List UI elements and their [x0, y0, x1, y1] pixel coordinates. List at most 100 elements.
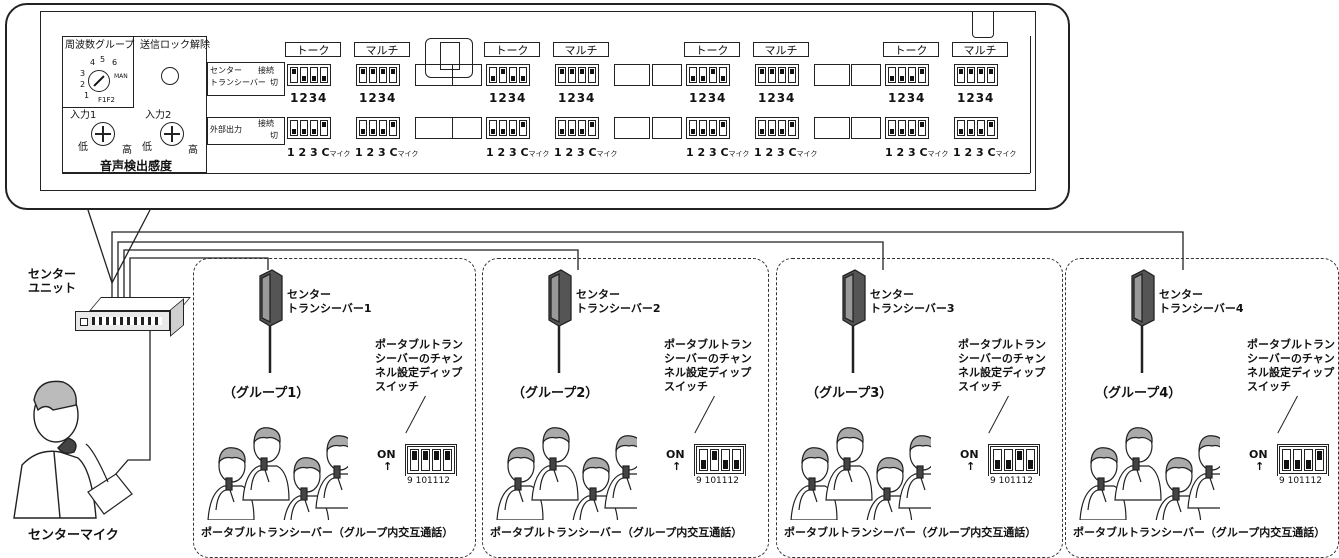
switch-key[interactable] [758, 120, 766, 136]
dip-key[interactable] [732, 449, 741, 471]
switch-key[interactable] [709, 67, 717, 83]
multi-dip-switch[interactable] [356, 64, 400, 86]
switch-key[interactable] [509, 67, 517, 83]
switch-key[interactable] [888, 120, 896, 136]
dip-key[interactable] [1026, 449, 1035, 471]
switch-key[interactable] [578, 120, 586, 136]
switch-key[interactable] [768, 67, 776, 83]
switch-key[interactable] [758, 67, 766, 83]
switch-key[interactable] [689, 67, 697, 83]
input2-knob[interactable] [160, 122, 184, 146]
switch-key[interactable] [499, 67, 507, 83]
switch-key[interactable] [788, 120, 796, 136]
talk-dip-switch[interactable] [287, 64, 331, 86]
switch-key[interactable] [558, 120, 566, 136]
switch-key[interactable] [568, 67, 576, 83]
group-2-channel-dip-switch[interactable] [696, 446, 744, 474]
switch-key[interactable] [320, 67, 328, 83]
switch-key[interactable] [977, 120, 985, 136]
switch-key[interactable] [300, 67, 308, 83]
switch-key[interactable] [369, 120, 377, 136]
dip-key[interactable] [699, 449, 708, 471]
switch-key[interactable] [967, 120, 975, 136]
switch-key[interactable] [519, 67, 527, 83]
talk-dip-switch[interactable] [885, 64, 929, 86]
switch-key[interactable] [918, 120, 926, 136]
dip-key[interactable] [1315, 449, 1324, 471]
switch-key[interactable] [699, 120, 707, 136]
out2-dip-switch[interactable] [555, 117, 599, 139]
switch-key[interactable] [689, 120, 697, 136]
switch-key[interactable] [489, 120, 497, 136]
group-3-channel-dip-switch[interactable] [990, 446, 1038, 474]
switch-key[interactable] [977, 67, 985, 83]
dip-key[interactable] [1015, 449, 1024, 471]
switch-key[interactable] [888, 67, 896, 83]
switch-key[interactable] [898, 120, 906, 136]
switch-key[interactable] [957, 120, 965, 136]
switch-key[interactable] [709, 120, 717, 136]
talk-dip-switch[interactable] [686, 64, 730, 86]
switch-key[interactable] [389, 67, 397, 83]
switch-key[interactable] [788, 67, 796, 83]
switch-key[interactable] [509, 120, 517, 136]
dip-key[interactable] [432, 449, 441, 471]
switch-key[interactable] [558, 67, 566, 83]
out1-dip-switch[interactable] [885, 117, 929, 139]
switch-key[interactable] [379, 67, 387, 83]
out1-dip-switch[interactable] [287, 117, 331, 139]
switch-key[interactable] [699, 67, 707, 83]
switch-key[interactable] [359, 67, 367, 83]
switch-key[interactable] [519, 120, 527, 136]
switch-key[interactable] [568, 120, 576, 136]
switch-key[interactable] [300, 120, 308, 136]
switch-key[interactable] [898, 67, 906, 83]
switch-key[interactable] [987, 67, 995, 83]
switch-key[interactable] [957, 67, 965, 83]
switch-key[interactable] [359, 120, 367, 136]
dip-key[interactable] [1293, 449, 1302, 471]
switch-key[interactable] [310, 120, 318, 136]
switch-key[interactable] [908, 67, 916, 83]
out2-dip-switch[interactable] [755, 117, 799, 139]
switch-key[interactable] [719, 67, 727, 83]
switch-key[interactable] [768, 120, 776, 136]
talk-dip-switch[interactable] [486, 64, 530, 86]
dip-key[interactable] [710, 449, 719, 471]
switch-key[interactable] [310, 67, 318, 83]
multi-dip-switch[interactable] [755, 64, 799, 86]
switch-key[interactable] [389, 120, 397, 136]
dip-key[interactable] [1304, 449, 1313, 471]
switch-key[interactable] [967, 67, 975, 83]
freq-group-dial[interactable] [88, 70, 110, 92]
switch-key[interactable] [719, 120, 727, 136]
switch-key[interactable] [778, 67, 786, 83]
dip-key[interactable] [443, 449, 452, 471]
switch-key[interactable] [987, 120, 995, 136]
group-1-channel-dip-switch[interactable] [407, 446, 455, 474]
group-4-channel-dip-switch[interactable] [1279, 446, 1327, 474]
switch-key[interactable] [369, 67, 377, 83]
dip-key[interactable] [1282, 449, 1291, 471]
switch-key[interactable] [320, 120, 328, 136]
out1-dip-switch[interactable] [686, 117, 730, 139]
input1-knob[interactable] [91, 122, 115, 146]
switch-key[interactable] [489, 67, 497, 83]
out2-dip-switch[interactable] [356, 117, 400, 139]
dip-key[interactable] [410, 449, 419, 471]
dip-key[interactable] [1004, 449, 1013, 471]
dip-key[interactable] [721, 449, 730, 471]
dip-key[interactable] [421, 449, 430, 471]
switch-key[interactable] [290, 120, 298, 136]
switch-key[interactable] [918, 67, 926, 83]
switch-key[interactable] [908, 120, 916, 136]
tx-lock-button[interactable] [161, 67, 179, 85]
switch-key[interactable] [499, 120, 507, 136]
multi-dip-switch[interactable] [954, 64, 998, 86]
switch-key[interactable] [290, 67, 298, 83]
switch-key[interactable] [578, 67, 586, 83]
dip-key[interactable] [993, 449, 1002, 471]
switch-key[interactable] [588, 67, 596, 83]
switch-key[interactable] [778, 120, 786, 136]
switch-key[interactable] [588, 120, 596, 136]
